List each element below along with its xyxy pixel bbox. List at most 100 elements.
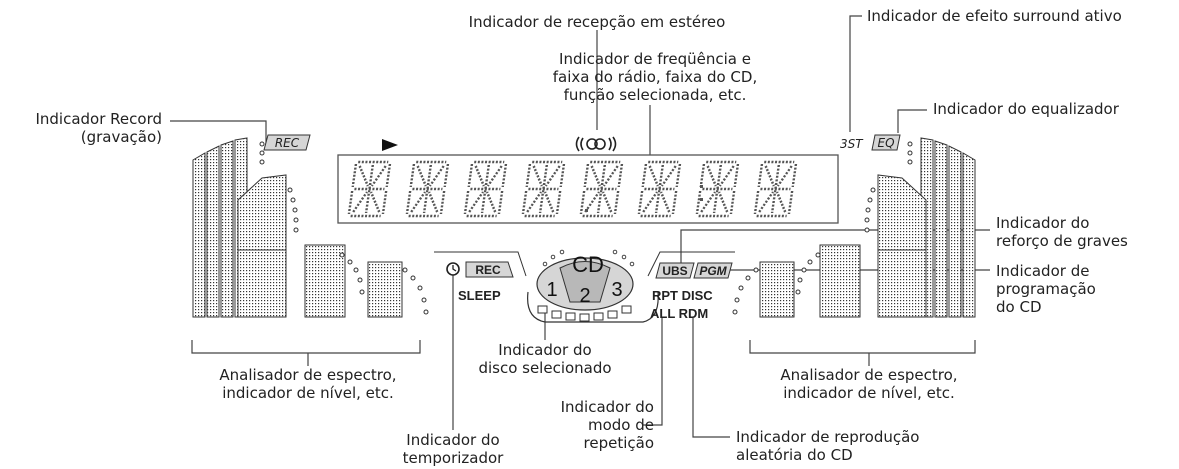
callout-timer-line-2: temporizador — [402, 449, 504, 467]
segment — [385, 164, 392, 187]
rec-timer-label: REC — [475, 263, 501, 277]
segment — [579, 191, 586, 214]
segment — [717, 191, 729, 213]
rec-top-label: REC — [275, 136, 300, 150]
character-cell — [405, 160, 450, 218]
segment — [601, 191, 613, 213]
callout-spectrum-right-line-2: indicador de nível, etc. — [783, 384, 955, 402]
leader-random — [692, 318, 730, 438]
callout-surround: Indicador de efeito surround ativo — [867, 7, 1177, 25]
callout-program-line-3: do CD — [996, 298, 1042, 316]
segment — [351, 164, 358, 187]
segment — [770, 165, 781, 213]
segment — [381, 191, 388, 214]
character-segments — [347, 160, 798, 218]
sleep-label: SLEEP — [458, 288, 501, 303]
callout-stereo: Indicador de recepção em estéreo — [437, 13, 757, 31]
character-cell — [637, 160, 682, 218]
character-cell — [695, 160, 740, 218]
segment — [654, 165, 665, 213]
stereo-icon — [575, 136, 617, 152]
segment — [753, 191, 760, 214]
callout-frequency-line-3: função selecionada, etc. — [563, 86, 747, 104]
segment — [370, 165, 387, 187]
callout-frequency-line-2: faixa do rádio, faixa do CD, — [552, 68, 758, 86]
segment — [718, 165, 735, 187]
segment — [775, 191, 787, 213]
segment — [358, 165, 369, 187]
callout-spectrum-left: Analisador de espectro, indicador de nív… — [178, 366, 438, 402]
character-cell — [463, 160, 508, 218]
character-cell — [753, 160, 798, 218]
segment — [733, 164, 740, 187]
callout-spectrum-left-line-1: Analisador de espectro, — [219, 366, 397, 384]
callout-bass-line-2: reforço de graves — [996, 232, 1128, 250]
character-cell — [579, 160, 624, 218]
callout-equalizer-line: Indicador do equalizador — [933, 100, 1119, 118]
segment — [699, 164, 706, 187]
segment — [584, 191, 600, 213]
segment — [590, 165, 601, 187]
segment — [409, 164, 416, 187]
callout-record-line-2: (gravação) — [80, 128, 162, 146]
segment — [467, 164, 474, 187]
segment — [347, 191, 354, 214]
ubs-label: UBS — [662, 264, 687, 278]
segment — [706, 165, 717, 187]
callout-equalizer: Indicador do equalizador — [933, 100, 1173, 118]
segment — [526, 191, 542, 213]
callout-repeat-line-2: modo de — [587, 416, 654, 434]
cd-label: CD — [572, 252, 604, 277]
segment — [544, 165, 561, 187]
segment — [559, 164, 566, 187]
segment — [660, 165, 677, 187]
callout-random: Indicador de reprodução aleatória do CD — [736, 428, 976, 464]
disc-3: 3 — [611, 279, 622, 301]
segment — [555, 191, 562, 214]
leader-repeat — [643, 318, 663, 426]
segment — [642, 191, 658, 213]
segment — [410, 191, 426, 213]
segment — [671, 191, 678, 214]
callout-program-line-1: Indicador de — [996, 262, 1090, 280]
segment — [443, 164, 450, 187]
eq-label: EQ — [877, 136, 894, 150]
all-rdm-label: ALL RDM — [650, 306, 708, 321]
callout-repeat-line-1: Indicador do — [560, 398, 654, 416]
disc-2: 2 — [579, 285, 590, 307]
callout-stereo-line: Indicador de recepção em estéreo — [468, 13, 726, 31]
callout-frequency: Indicador de freqüência e faixa do rádio… — [530, 50, 780, 104]
callout-disc-line-1: Indicador do — [498, 341, 592, 359]
rpt-disc-label: RPT DISC — [652, 288, 713, 303]
segment — [532, 165, 543, 187]
callout-disc: Indicador do disco selecionado — [460, 341, 630, 377]
segment — [405, 191, 412, 214]
segment — [729, 191, 736, 214]
segment — [428, 165, 445, 187]
segment — [757, 164, 764, 187]
segment — [474, 165, 485, 187]
callout-frequency-line-1: Indicador de freqüência e — [559, 50, 751, 68]
display-dots — [585, 185, 703, 212]
callout-program: Indicador de programação do CD — [996, 262, 1176, 316]
segment — [648, 165, 659, 187]
segment — [480, 165, 491, 213]
segment — [416, 165, 427, 187]
character-cell — [347, 160, 392, 218]
segment — [463, 191, 470, 214]
record-indicator: REC — [263, 134, 311, 151]
segment — [543, 191, 555, 213]
timer-indicator: REC SLEEP — [434, 251, 527, 303]
segment — [538, 165, 549, 213]
leader-spectrum-left — [191, 340, 421, 354]
segment — [583, 164, 590, 187]
callout-surround-line: Indicador de efeito surround ativo — [867, 7, 1122, 25]
segment — [641, 164, 648, 187]
segment — [525, 164, 532, 187]
segment — [427, 191, 439, 213]
segment — [700, 191, 716, 213]
callout-spectrum-right: Analisador de espectro, indicador de nív… — [739, 366, 999, 402]
cd-indicator: CD 1 2 3 — [527, 249, 659, 323]
segment — [675, 164, 682, 187]
leader-surround — [849, 15, 862, 132]
